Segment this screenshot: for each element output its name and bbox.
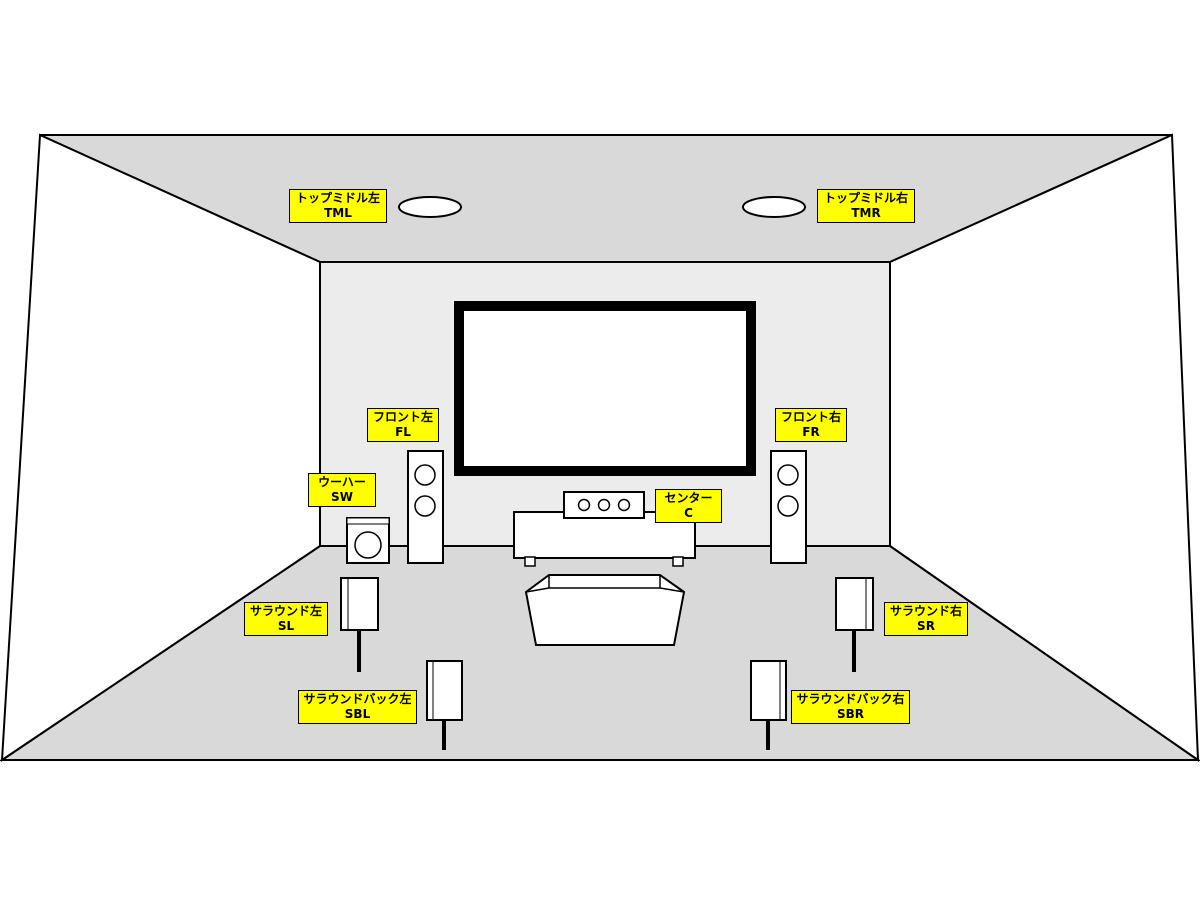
label-code: FR xyxy=(802,425,820,439)
label-code: FL xyxy=(395,425,411,439)
label-code: SBL xyxy=(344,707,371,721)
label-code: TML xyxy=(324,206,352,220)
label-code: SW xyxy=(331,490,353,504)
surround-back-left-speaker xyxy=(426,660,463,750)
label-code: SBR xyxy=(836,707,865,721)
label-code: SR xyxy=(917,619,935,633)
label-front-left: フロント左 FL xyxy=(367,408,439,442)
projector-screen xyxy=(454,301,756,476)
front-left-speaker xyxy=(407,450,444,564)
label-surround-right: サラウンド右 SR xyxy=(884,602,968,636)
surround-back-right-speaker xyxy=(750,660,787,750)
front-right-speaker xyxy=(770,450,807,564)
label-top-middle-left: トップミドル左 TML xyxy=(289,189,387,223)
surround-left-speaker xyxy=(340,577,379,672)
label-name: サラウンドバック左 xyxy=(303,692,412,706)
subwoofer xyxy=(346,517,390,564)
label-front-right: フロント右 FR xyxy=(775,408,847,442)
label-name: サラウンドバック右 xyxy=(796,692,905,706)
label-code: SL xyxy=(277,619,295,633)
label-name: フロント右 xyxy=(780,410,841,424)
center-speaker xyxy=(563,491,645,519)
label-top-middle-right: トップミドル右 TMR xyxy=(817,189,915,223)
sofa xyxy=(524,574,686,646)
ceiling-speaker-left xyxy=(398,196,462,218)
label-code: C xyxy=(684,506,693,520)
ceiling-speaker-right xyxy=(742,196,806,218)
label-center: センター C xyxy=(655,489,722,523)
label-name: サラウンド左 xyxy=(249,604,322,618)
label-name: ウーハー xyxy=(318,475,366,489)
label-name: トップミドル右 xyxy=(823,191,908,205)
label-name: サラウンド右 xyxy=(889,604,962,618)
label-name: フロント左 xyxy=(372,410,433,424)
label-code: TMR xyxy=(851,206,881,220)
label-surround-back-right: サラウンドバック右 SBR xyxy=(791,690,910,724)
label-surround-left: サラウンド左 SL xyxy=(244,602,328,636)
surround-right-speaker xyxy=(835,577,874,672)
label-name: トップミドル左 xyxy=(295,191,380,205)
label-subwoofer: ウーハー SW xyxy=(308,473,376,507)
label-surround-back-left: サラウンドバック左 SBL xyxy=(298,690,417,724)
label-name: センター xyxy=(664,491,713,505)
